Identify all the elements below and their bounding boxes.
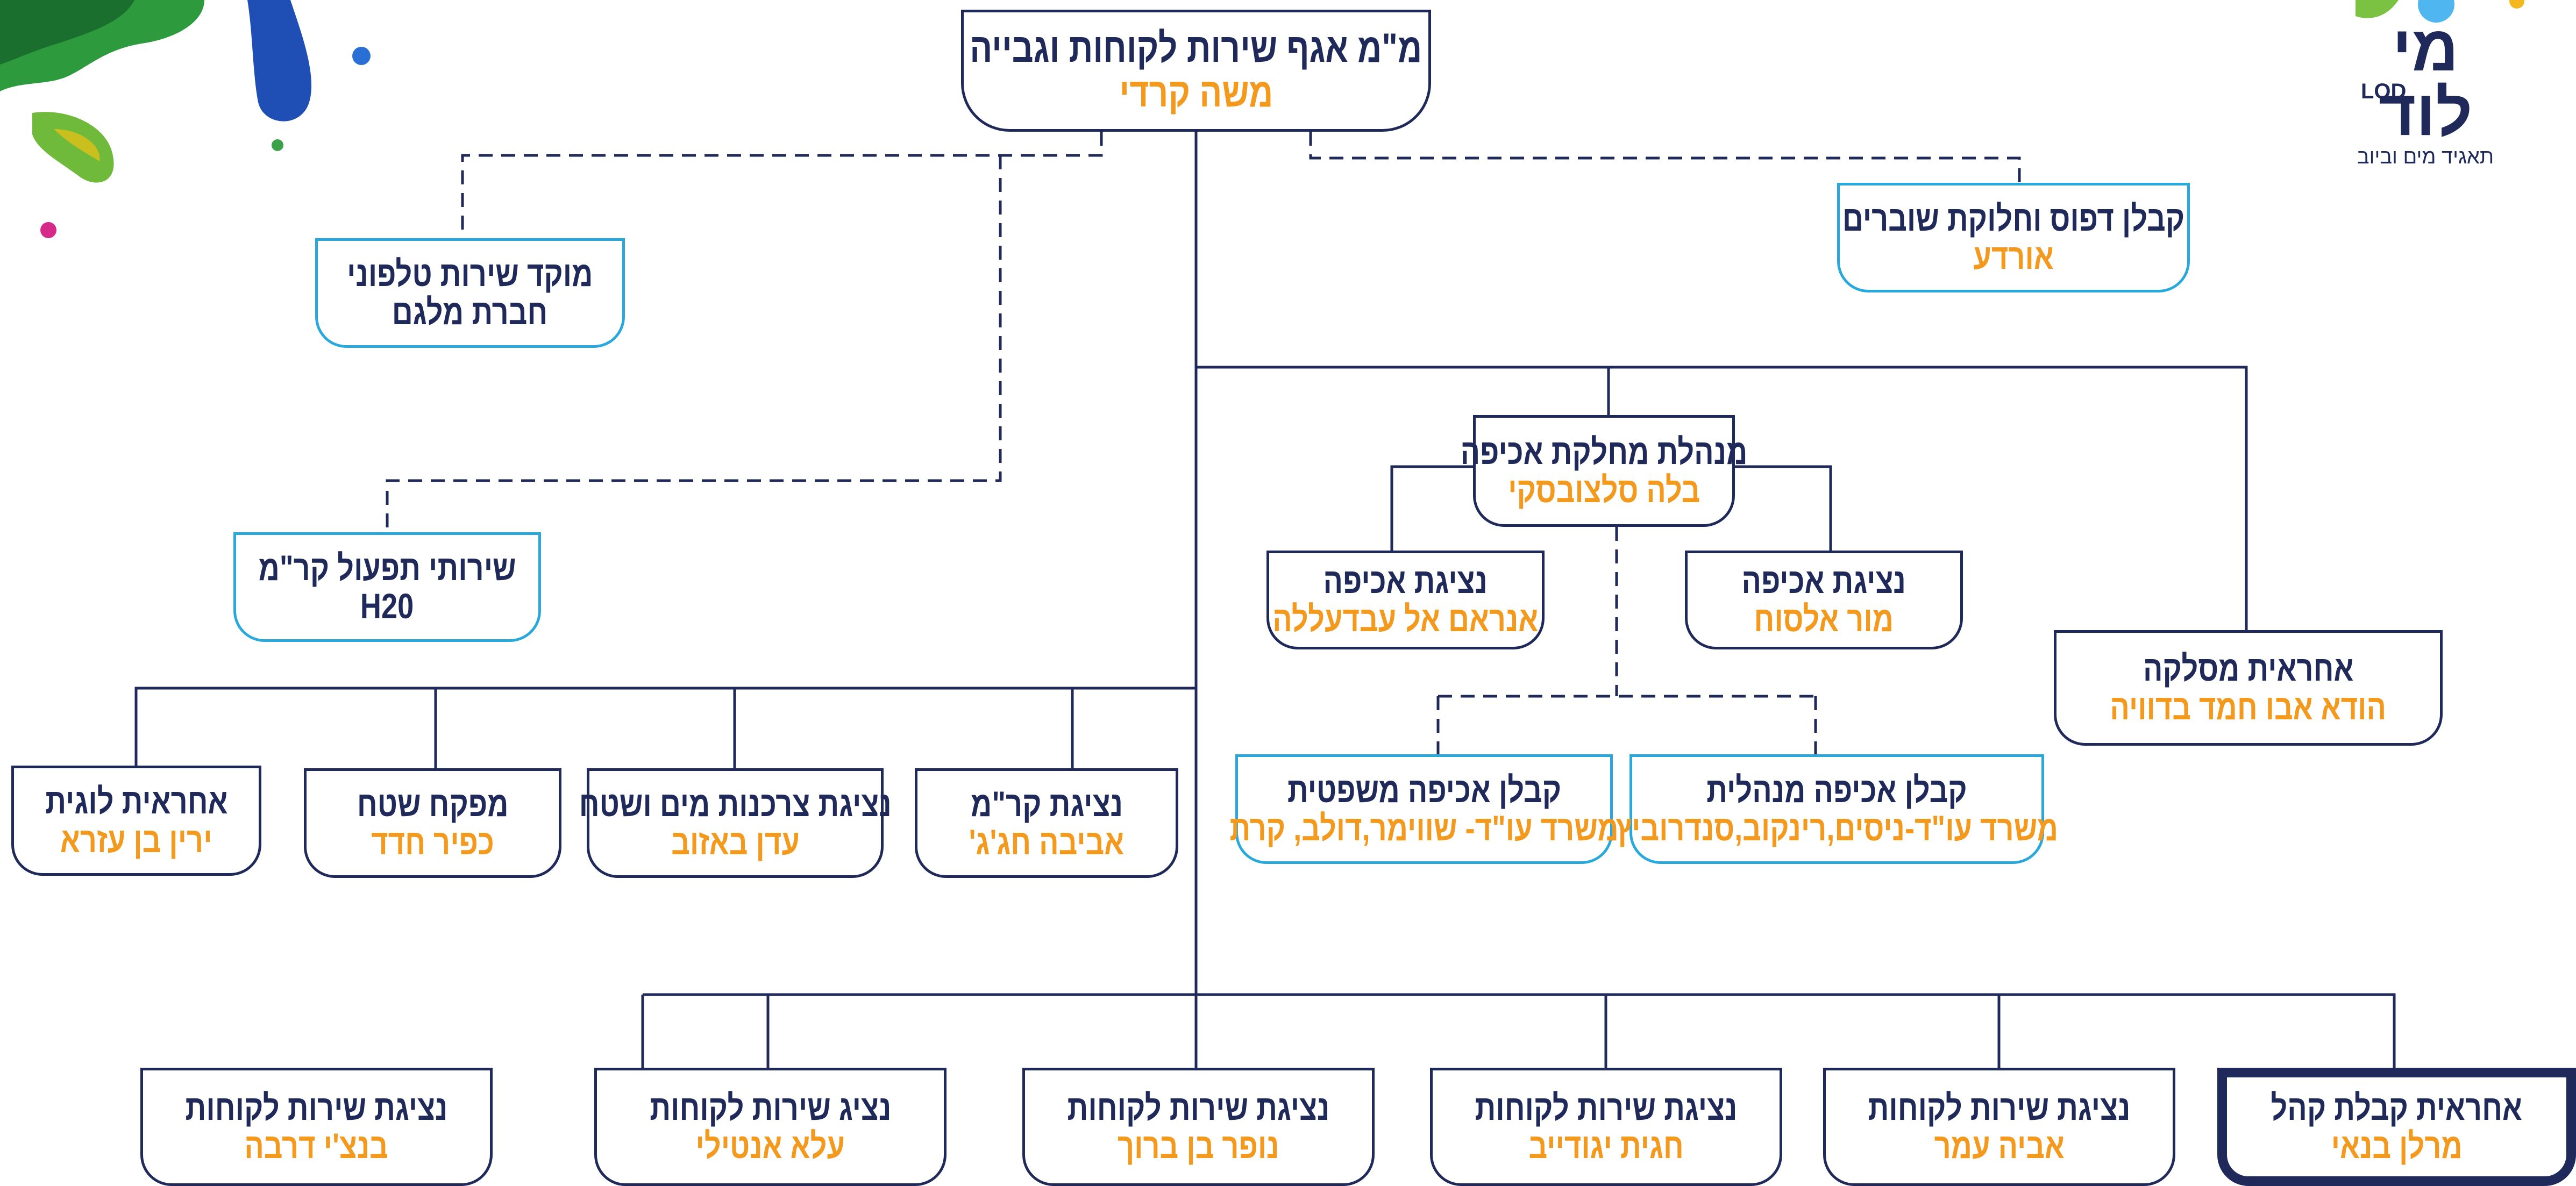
node-name: אביבה חג'ג' [969,822,1125,862]
node-title: קבלן דפוס וחלוקת שוברים [1842,198,2185,238]
node-title: מוקד שירות טלפוני [347,253,593,294]
org-node-customer-service-rep: נציגת שירות לקוחות נופר בן ברוך [1022,1068,1375,1186]
node-title: נציגת אכיפה [1323,560,1488,601]
node-name: עדן באזוב [671,822,800,862]
node-name: אביה עמר [1934,1126,2065,1166]
org-node-enforcement-manager: מנהלת מחלקת אכיפה בלה סלצובסקי [1461,415,1747,527]
org-node-legal-enforcement-contractor: קבלן אכיפה משפטית משרד עו"ד- שווימר,דולב… [1229,754,1619,864]
org-node-field-inspector: מפקח שטח כפיר חדד [304,768,561,878]
org-node-head: מ"מ אגף שירות לקוחות וגבייה משה קרדי [961,10,1431,132]
org-node-public-reception: אחראית קבלת קהל מרלן בנאי [2217,1068,2576,1186]
node-name: ירין בן עזרא [60,819,212,860]
solid-connectors [134,132,2396,1068]
node-title: מפקח שטח [357,783,509,824]
org-node-water-consumption-rep: נציגת צרכנות מים ושטח עדן באזוב [579,768,891,878]
logo-lod-text: LOD [2361,80,2407,103]
org-node-enforcement-rep: נציגת אכיפה אנראם אל עבדעללה [1266,551,1545,649]
node-name: משרד עו"ד-ניסים,רינקוב,סנדרוביץ [1616,808,2058,848]
logo-subtitle: תאגיד מים וביוב [2357,146,2494,168]
node-title: אחראית לוגית [45,781,228,821]
node-name: אורדע [1973,237,2054,276]
node-title: קבלן אכיפה מנהלית [1706,769,1967,810]
node-title: מ"מ אגף שירות לקוחות וגבייה [970,25,1422,72]
org-node-operations: שירותי תפעול קר"מ H20 [233,532,541,642]
node-title: נציגת שירות לקוחות [185,1087,448,1127]
node-title: אחראית קבלת קהל [2271,1087,2523,1127]
org-node-print-contractor: קבלן דפוס וחלוקת שוברים אורדע [1837,183,2190,292]
company-logo: מי לוד תאגיד מים וביוב LOD [2356,16,2495,168]
org-node-logistics: אחראית לוגית ירין בן עזרא [11,766,261,876]
node-title: נציגת שירות לקוחות [1475,1087,1738,1127]
dashed-connectors [386,132,2021,754]
org-node-customer-service-rep: נציגת שירות לקוחות חגית יגודייב [1430,1068,1782,1186]
node-title: נציגת אכיפה [1741,560,1906,601]
node-name: הודא אבו חמד בדוויה [2110,687,2387,727]
node-title: נציגת שירות לקוחות [1868,1087,2131,1127]
org-node-customer-service-rep: נציגת שירות לקוחות אביה עמר [1823,1068,2175,1186]
node-title: נציגת קר"מ [970,783,1123,824]
node-title: נציגת שירות לקוחות [1067,1087,1330,1127]
node-name: כפיר חדד [371,822,494,862]
node-name: בנצ'י דרבה [244,1126,389,1166]
node-name: משרד עו"ד- שווימר,דולב, קרת [1229,808,1619,848]
node-title: קבלן אכיפה משפטית [1287,769,1561,810]
org-node-admin-enforcement-contractor: קבלן אכיפה מנהלית משרד עו"ד-ניסים,רינקוב… [1616,754,2058,864]
node-title: נציגת צרכנות מים ושטח [579,783,892,824]
org-node-customer-service-rep: נציג שירות לקוחות עלא אנטילי [594,1068,947,1186]
decorative-splash [0,0,2524,238]
node-name: חברת מלגם [392,292,548,332]
node-name: מרלן בנאי [2331,1126,2463,1166]
node-title: אחראית מסלקה [2143,648,2354,689]
logo-main-text: מי לוד [2378,12,2473,149]
node-name: משה קרדי [1119,69,1273,116]
node-name: בלה סלצובסקי [1507,470,1700,510]
node-name: חגית יגודייב [1528,1126,1684,1166]
org-node-customer-service-rep: נציגת שירות לקוחות בנצ'י דרבה [140,1068,493,1186]
node-name: H20 [360,586,414,626]
node-title: שירותי תפעול קר"מ [258,547,516,588]
node-title: נציג שירות לקוחות [649,1087,892,1127]
org-node-enforcement-rep: נציגת אכיפה מור אלסוח [1685,551,1963,649]
node-name: אנראם אל עבדעללה [1272,599,1539,639]
org-node-clearing: אחראית מסלקה הודא אבו חמד בדוויה [2054,630,2443,746]
org-node-call-center: מוקד שירות טלפוני חברת מלגם [315,238,625,348]
org-node-karam-rep: נציגת קר"מ אביבה חג'ג' [915,768,1178,878]
node-name: נופר בן ברוך [1118,1126,1279,1166]
node-name: מור אלסוח [1754,599,1894,639]
node-name: עלא אנטילי [695,1126,845,1166]
node-title: מנהלת מחלקת אכיפה [1460,431,1748,471]
